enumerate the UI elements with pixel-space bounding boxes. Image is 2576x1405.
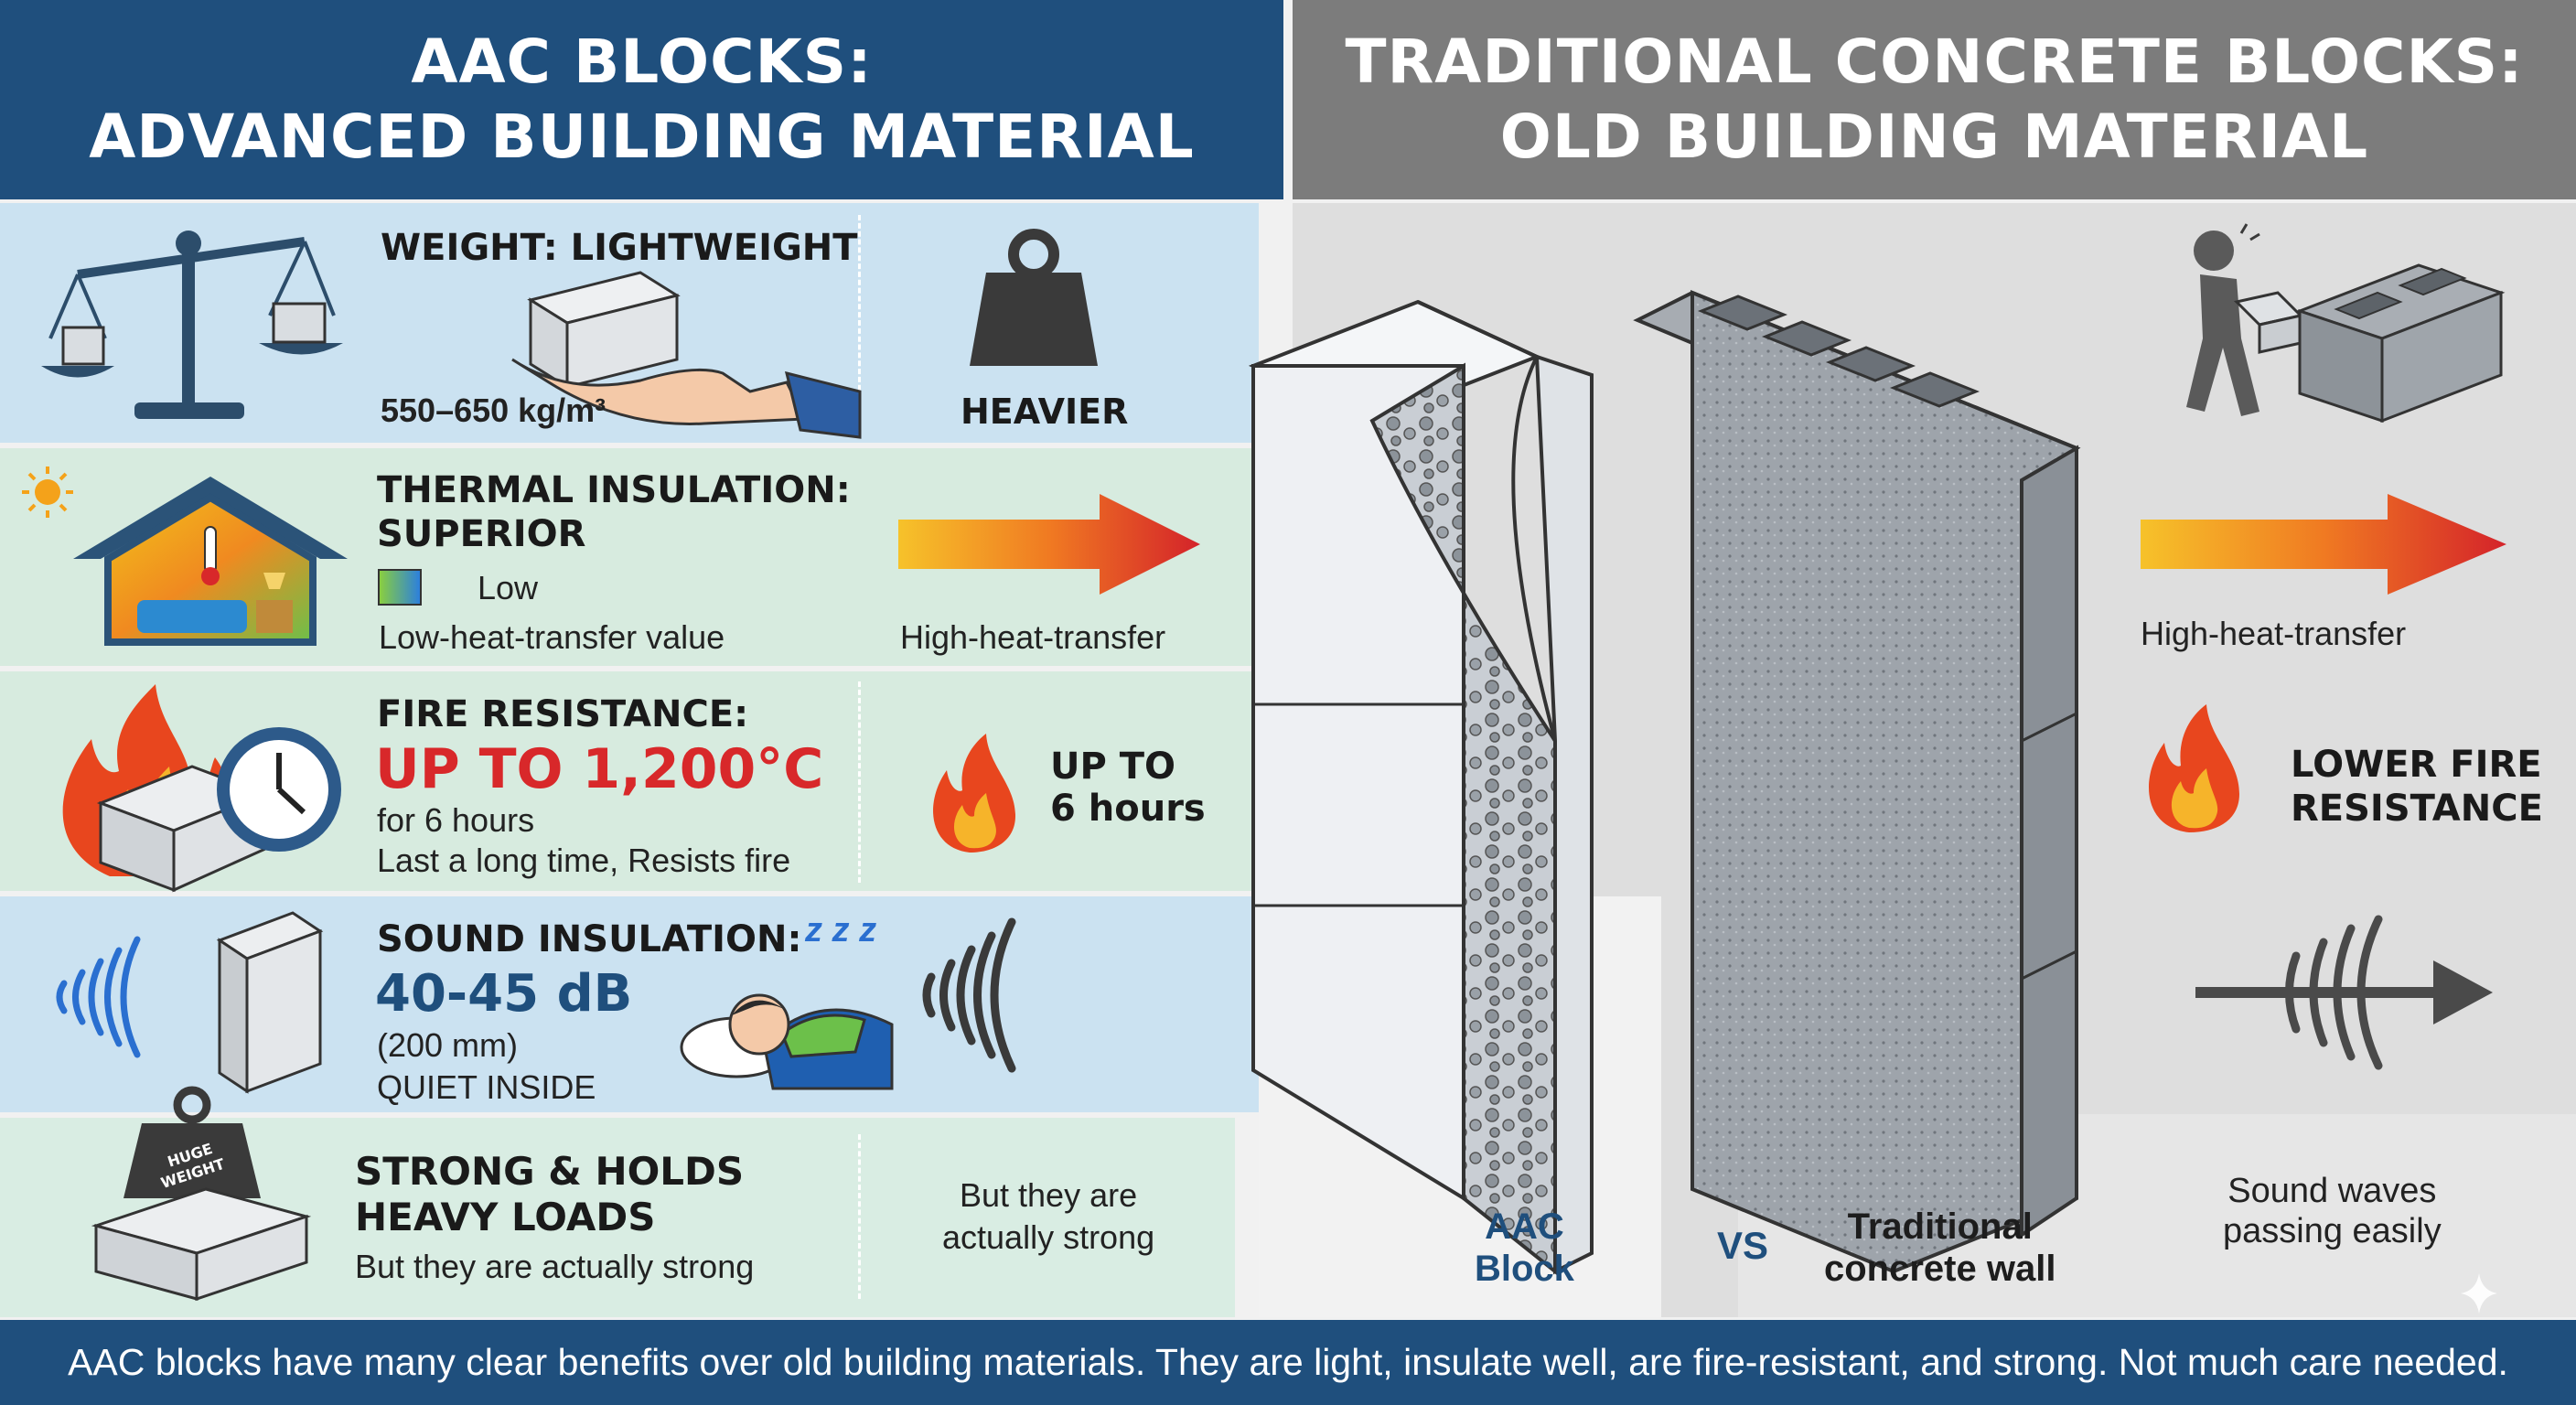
fire-description: Last a long time, Resists fire [377,842,791,879]
balance-scale-icon [41,231,343,419]
strength-heading-line1: STRONG & HOLDS [355,1149,745,1194]
sound-db-value: 40-45 dB [375,964,633,1024]
weight-density: 550–650 kg/m³ [381,391,606,429]
sound-right-label: Sound waves passing easily [2223,1171,2442,1251]
sun-icon [22,467,73,518]
thermal-legend-label: Low [478,569,539,606]
fire-traditional-line1: UP TO [1050,745,1176,788]
footer-text: AAC blocks have many clear benefits over… [68,1341,2508,1383]
aac-block-panel-icon [216,911,324,1094]
person-carrying-block-icon [2186,223,2303,416]
fire-right-line1: LOWER FIRE [2291,744,2542,786]
sound-waves-blue-icon [56,936,141,1058]
fire-right-line2: RESISTANCE [2291,788,2543,830]
sound-right-line2: passing easily [2223,1212,2442,1250]
sound-passing-arrow-icon [2195,915,2493,1070]
aac-header-line2: ADVANCED BUILDING MATERIAL [89,102,1195,172]
sound-description: QUIET INSIDE [377,1068,596,1106]
traditional-wall-caption: Traditional concrete wall [1824,1206,2055,1290]
sound-heading: SOUND INSULATION: [377,918,802,960]
thermal-heading-line1: THERMAL INSULATION: [377,469,851,511]
insulated-house-icon [73,477,348,646]
thermal-heading: THERMAL INSULATION: SUPERIOR [377,468,851,556]
fire-heading: FIRE RESISTANCE: [377,693,749,735]
weight-traditional-label: HEAVIER [961,391,1129,432]
aac-header: AAC BLOCKS: ADVANCED BUILDING MATERIAL [0,0,1283,199]
fire-duration: for 6 hours [377,801,535,839]
header-divider [1283,0,1293,199]
weight-heading: WEIGHT: LIGHTWEIGHT [381,227,858,269]
fire-right-label: LOWER FIRE RESISTANCE [2291,743,2543,831]
fire-traditional-line2: 6 hours [1050,788,1206,830]
row-divider [858,215,861,431]
sleeping-zzz: z z z [805,911,877,949]
strength-traditional-line2: actually strong [942,1218,1155,1256]
low-heat-legend-swatch [378,569,422,606]
row-divider [858,681,861,883]
vs-label: VS [1717,1224,1769,1267]
thermal-right-label: High-heat-transfer [2141,615,2407,652]
aac-block-caption: AAC Block [1475,1206,1574,1290]
aac-block-caption-line2: Block [1475,1249,1574,1289]
fire-temperature: UP TO 1,200°C [375,737,824,801]
traditional-header-line1: TRADITIONAL CONCRETE BLOCKS: [1345,27,2524,97]
hollow-concrete-block-icon [2295,263,2506,424]
sleeping-person-icon [680,993,894,1090]
hand-holding-block-icon [511,271,862,439]
thermal-value: Low-heat-transfer value [379,618,725,656]
thermal-heading-line2: SUPERIOR [377,513,586,555]
kettlebell-weight-icon [970,229,1098,366]
sound-thickness: (200 mm) [377,1026,519,1064]
strength-traditional-label: But they are actually strong [942,1174,1154,1259]
thermal-traditional-label: High-heat-transfer [900,618,1166,656]
sound-row [0,896,1259,1112]
strength-description: But they are actually strong [355,1248,755,1285]
traditional-header: TRADITIONAL CONCRETE BLOCKS: OLD BUILDIN… [1293,0,2576,199]
aac-header-line1: AAC BLOCKS: [411,27,873,97]
strength-traditional-line1: But they are [960,1176,1138,1214]
strength-heading-line2: HEAVY LOADS [355,1195,656,1239]
huge-weight-on-block-icon: HUGE WEIGHT [91,1086,312,1302]
fire-traditional-label: UP TO 6 hours [1050,745,1206,830]
strength-heading: STRONG & HOLDS HEAVY LOADS [355,1149,744,1240]
sound-waves-gray-icon [922,917,1016,1073]
flame-right-icon [2149,704,2239,832]
aac-block-caption-line1: AAC [1485,1207,1564,1247]
footer-summary: AAC blocks have many clear benefits over… [0,1320,2576,1405]
traditional-wall-caption-line2: concrete wall [1824,1249,2056,1289]
traditional-header-line2: OLD BUILDING MATERIAL [1499,102,2369,172]
sound-right-line1: Sound waves [2227,1172,2437,1210]
high-heat-arrow-icon [898,494,1200,595]
high-heat-arrow-right-icon [2141,494,2506,595]
flame-icon [933,734,1015,853]
block-cross-section-illustration [1248,290,2081,1276]
row-divider [858,1134,861,1299]
sparkle-icon [2461,1273,2497,1314]
traditional-wall-caption-line1: Traditional [1847,1207,2033,1247]
fire-clock-block-icon [62,684,341,893]
